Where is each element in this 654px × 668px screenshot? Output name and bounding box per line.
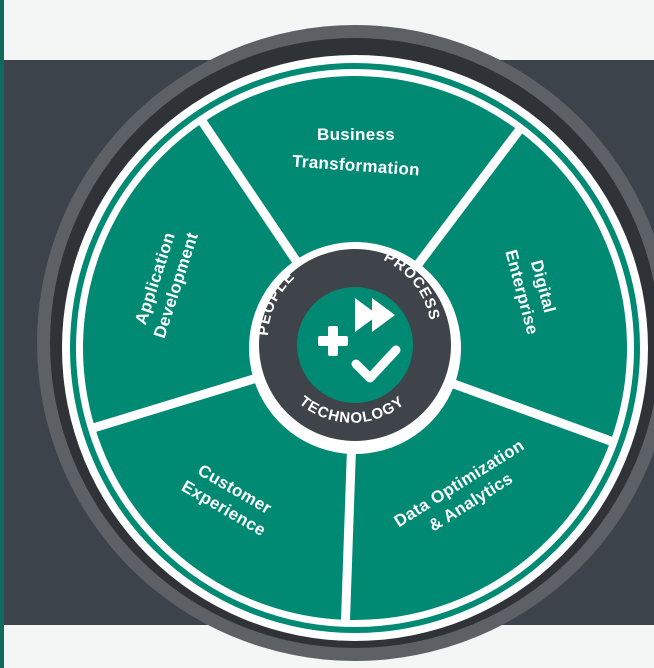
segment-separator — [340, 449, 356, 624]
segment-separator — [89, 373, 259, 433]
segment-separator — [449, 378, 616, 447]
segments-ring — [82, 76, 627, 620]
segment-application-development — [82, 122, 296, 428]
segment-label-business-transformation: Business — [317, 125, 395, 144]
segment-customer-experience — [94, 378, 352, 620]
segment-separator — [196, 116, 302, 266]
checkmark-icon — [351, 345, 401, 383]
segment-separator — [412, 124, 525, 270]
segment-digital-enterprise — [418, 130, 627, 442]
left-accent-bar — [0, 0, 4, 668]
segment-business-transformation — [202, 76, 519, 264]
fast-forward-icon — [355, 298, 395, 332]
teal-thin-ring — [70, 63, 640, 633]
plus-icon — [318, 326, 348, 356]
segment-data-optimization — [345, 384, 611, 620]
segment-separators — [89, 116, 616, 624]
